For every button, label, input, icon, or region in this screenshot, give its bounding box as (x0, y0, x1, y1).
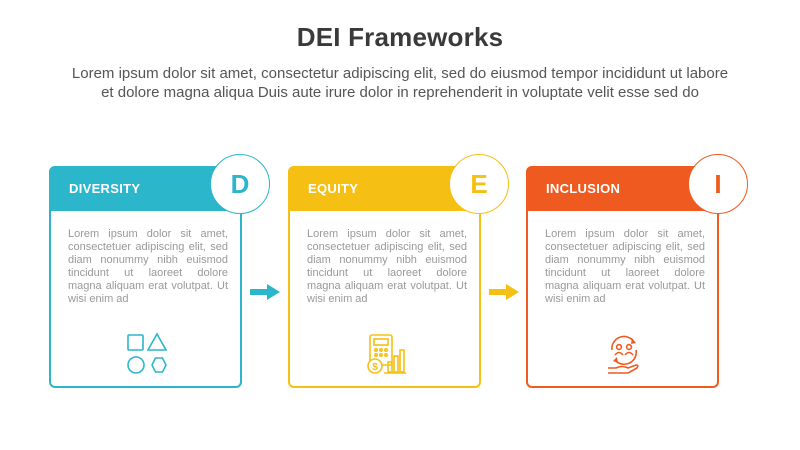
people-circle-hand-icon (602, 332, 646, 376)
subtitle-line-1: Lorem ipsum dolor sit amet, consectetur … (71, 65, 729, 82)
letter-d: D (230, 168, 250, 199)
subtitle-line-2: et dolore magna aliqua Duis aute irure d… (101, 84, 699, 101)
shapes-icon (125, 332, 169, 376)
page-title: DEI Frameworks (296, 22, 504, 52)
letter-i: I (714, 168, 722, 199)
letter-circle-i: I (688, 154, 748, 214)
card-header-diversity: DIVERSITY (49, 166, 242, 211)
calculator-coin-chart-icon: $ (364, 332, 408, 376)
card-label-inclusion: INCLUSION (546, 181, 621, 196)
arrow-right-icon (489, 284, 519, 300)
card-header-inclusion: INCLUSION (526, 166, 719, 211)
card-text-inclusion: Lorem ipsum dolor sit amet, consectetuer… (545, 228, 705, 305)
card-label-equity: EQUITY (308, 181, 359, 196)
arrow-right-icon (250, 284, 280, 300)
card-equity: EQUITY Lorem ipsum dolor sit amet, conse… (288, 166, 481, 388)
letter-circle-e: E (449, 154, 509, 214)
card-inclusion: INCLUSION Lorem ipsum dolor sit amet, co… (526, 166, 719, 388)
card-label-diversity: DIVERSITY (69, 181, 141, 196)
page-subtitle: Lorem ipsum dolor sit amet, consectetur … (20, 64, 780, 102)
card-diversity: DIVERSITY Lorem ipsum dolor sit amet, co… (49, 166, 242, 388)
svg-text:$: $ (372, 362, 378, 373)
letter-circle-d: D (210, 154, 270, 214)
card-header-equity: EQUITY (288, 166, 481, 211)
card-text-equity: Lorem ipsum dolor sit amet, consectetuer… (307, 228, 467, 305)
letter-e: E (470, 168, 488, 199)
card-text-diversity: Lorem ipsum dolor sit amet, consectetuer… (68, 228, 228, 305)
